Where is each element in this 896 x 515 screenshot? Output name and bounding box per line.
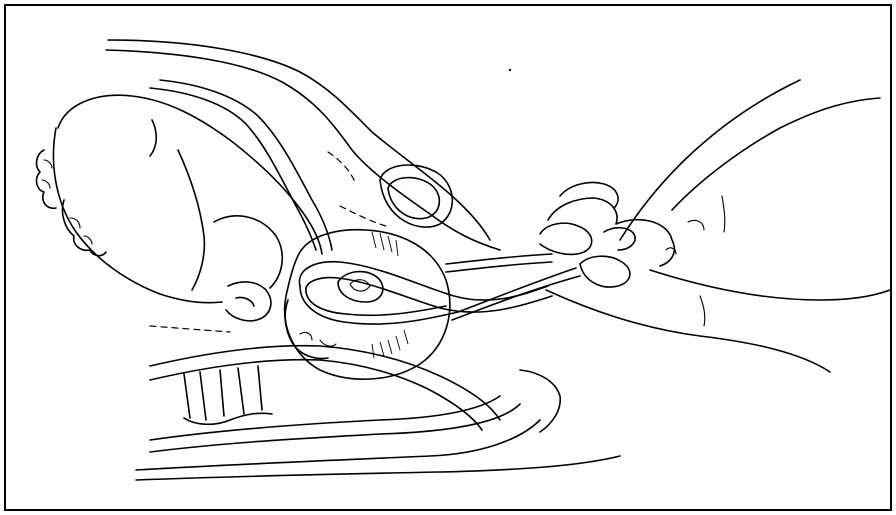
maternal-spine-and-pelvis <box>136 326 620 480</box>
operator-hands <box>540 80 890 372</box>
stray-dot <box>509 69 511 71</box>
fetus <box>37 95 322 321</box>
fetal-head <box>285 230 450 379</box>
maternal-abdomen-contour <box>106 40 500 250</box>
forceps <box>299 254 580 324</box>
